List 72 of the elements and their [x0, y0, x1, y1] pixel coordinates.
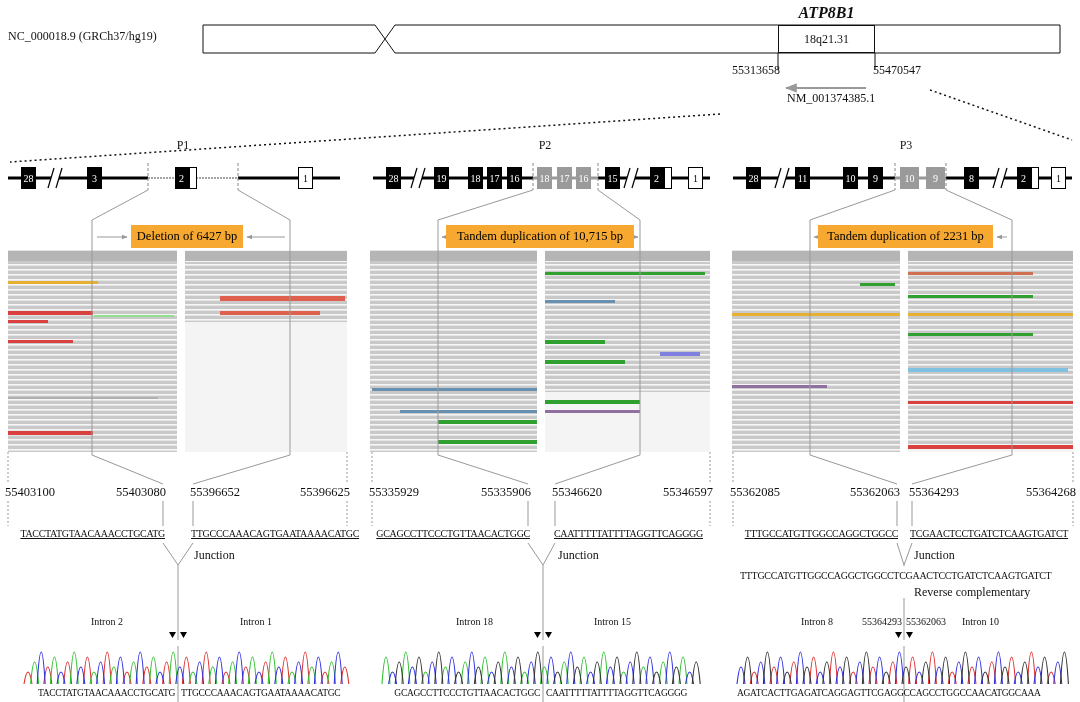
reference-label: NC_000018.9 (GRCh37/hg19) — [8, 30, 157, 44]
coordinate-label: 55335929 — [369, 485, 419, 500]
coordinate-label: 55346620 — [552, 485, 602, 500]
intron-label: Intron 15 — [594, 616, 631, 628]
intron-label: Intron 10 — [962, 616, 999, 628]
coordinate-label: 55335906 — [481, 485, 531, 500]
exon-box: 16 — [507, 167, 522, 189]
chromosome-band: 18q21.31 — [778, 25, 875, 53]
sequence-text: AGATCACTTGAGATCAGGAGTTCGAGGCCAGCCTGGCCAACATGGCAAA — [737, 688, 1041, 699]
panel-label: P1 — [175, 139, 191, 153]
sequence-text: CAATTTTTATTTTAGGTTCAGGGG — [546, 688, 688, 699]
sequence-text: CAATTTTTATTTTAGGTTCAGGGG — [554, 528, 703, 540]
sequence-text: TTTGCCATGTTGGCCAGGCTGGCC — [744, 528, 898, 540]
coordinate-label: 55403080 — [116, 485, 166, 500]
coordinate-label: 55396652 — [190, 485, 240, 500]
sequence-text: TACCTATGTAACAAACCTGCATG — [20, 528, 165, 540]
event-label-box: Tandem duplication of 10,715 bp — [446, 225, 634, 248]
junction-label: Junction — [558, 549, 599, 563]
coordinate-label: 55362063 — [906, 616, 946, 628]
sequence-text: TCGAACTCCTGATCTCAAGTGATCT — [910, 528, 1069, 540]
exon-box: 3 — [87, 167, 102, 189]
coordinate-label: 55364293 — [909, 485, 959, 500]
coordinate-label: 55470547 — [873, 64, 921, 78]
event-label-box: Deletion of 6427 bp — [131, 225, 243, 248]
exon-box: 10 — [900, 167, 919, 189]
intron-label: Intron 18 — [456, 616, 493, 628]
coordinate-label: 55362063 — [850, 485, 900, 500]
sequence-text: GCAGCCTTCCCTGTTAACACTGGC — [394, 688, 540, 699]
exon-box: 17 — [557, 167, 572, 189]
exon-box: 28 — [21, 167, 36, 189]
coordinate-label: 55346597 — [663, 485, 713, 500]
panel-label: P3 — [898, 139, 914, 153]
intron-label: Intron 1 — [240, 616, 272, 628]
intron-label: Intron 8 — [801, 616, 833, 628]
coordinate-label: 55362085 — [730, 485, 780, 500]
intron-label: Intron 2 — [91, 616, 123, 628]
panel-label: P2 — [537, 139, 553, 153]
exon-box: 2 — [1017, 167, 1039, 189]
gene-name: ATP8B1 — [797, 4, 856, 23]
note-label: Reverse complementary — [914, 586, 1031, 600]
exon-box: 9 — [926, 167, 945, 189]
sequence-text: TTTGCCATGTTGGCCAGGCTGGCCTCGAACTCCTGATCTCAAGTGATCT — [740, 570, 1052, 582]
exon-box: 11 — [795, 167, 810, 189]
exon-box: 2 — [650, 167, 672, 189]
junction-label: Junction — [194, 549, 235, 563]
junction-label: Junction — [914, 549, 955, 563]
exon-box: 19 — [434, 167, 449, 189]
exon-box: 10 — [843, 167, 858, 189]
coordinate-label: 55403100 — [5, 485, 55, 500]
exon-box: 2 — [175, 167, 197, 189]
exon-box: 1 — [1051, 167, 1066, 189]
transcript-label: NM_001374385.1 — [787, 92, 876, 106]
exon-box: 18 — [537, 167, 552, 189]
exon-box: 1 — [688, 167, 703, 189]
exon-box: 28 — [386, 167, 401, 189]
exon-box: 15 — [605, 167, 620, 189]
coordinate-label: 55364293 — [862, 616, 902, 628]
exon-box: 17 — [487, 167, 502, 189]
exon-box: 1 — [298, 167, 313, 189]
coordinate-label: 55396625 — [300, 485, 350, 500]
sequence-text: TTGCCCAAACAGTGAATAAAACATGC — [191, 528, 360, 540]
exon-box: 9 — [868, 167, 883, 189]
exon-box: 28 — [746, 167, 761, 189]
coordinate-label: 55313658 — [732, 64, 780, 78]
exon-box: 8 — [964, 167, 979, 189]
coordinate-label: 55364268 — [1026, 485, 1076, 500]
sequence-text: GCAGCCTTCCCTGTTAACACTGGC — [376, 528, 530, 540]
sequence-text: TTGCCCAAACAGTGAATAAAACATGC — [181, 688, 341, 699]
exon-box: 16 — [576, 167, 591, 189]
exon-box: 18 — [468, 167, 483, 189]
sequence-text: TACCTATGTAACAAACCTGCATG — [38, 688, 175, 699]
event-label-box: Tandem duplication of 2231 bp — [818, 225, 993, 248]
